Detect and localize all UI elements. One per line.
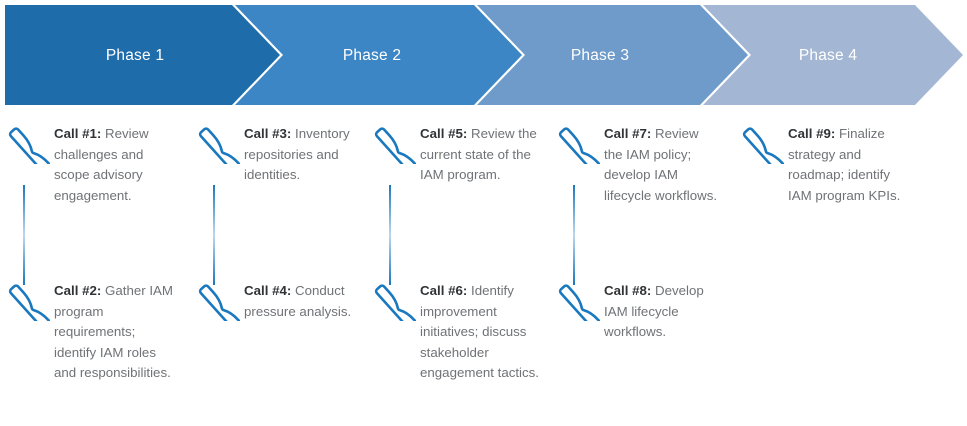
call-text: Call #4: Conduct pressure analysis. xyxy=(244,275,362,322)
call-label: Call #4: xyxy=(244,283,292,298)
call-connector-line xyxy=(573,185,575,285)
call-description: Review the IAM policy; develop IAM lifec… xyxy=(604,126,718,203)
phase-arrow-2[interactable] xyxy=(235,5,522,105)
call-text: Call #8: Develop IAM lifecycle workflows… xyxy=(604,275,718,343)
call-text: Call #6: Identify improvement initiative… xyxy=(420,275,542,384)
call-label: Call #1: xyxy=(54,126,102,141)
call-label: Call #8: xyxy=(604,283,652,298)
call-label: Call #3: xyxy=(244,126,292,141)
phone-icon xyxy=(6,277,50,321)
call-description: Gather IAM program requirements; identif… xyxy=(54,283,173,381)
phone-icon xyxy=(372,120,416,164)
phase-label-1: Phase 1 xyxy=(106,47,164,64)
call-item[interactable]: Call #7: Review the IAM policy; develop … xyxy=(556,118,722,206)
call-text: Call #3: Inventory repositories and iden… xyxy=(244,118,362,186)
phone-icon xyxy=(196,120,240,164)
phone-icon xyxy=(556,120,600,164)
phone-icon xyxy=(740,120,784,164)
call-label: Call #6: xyxy=(420,283,468,298)
column-5: Call #9: Finalize strategy and roadmap; … xyxy=(740,110,927,426)
call-text: Call #7: Review the IAM policy; develop … xyxy=(604,118,718,206)
phone-icon xyxy=(196,277,240,321)
phase-label-4: Phase 4 xyxy=(799,47,857,64)
call-label: Call #5: xyxy=(420,126,468,141)
call-label: Call #2: xyxy=(54,283,102,298)
call-item[interactable]: Call #8: Develop IAM lifecycle workflows… xyxy=(556,275,722,343)
phone-icon xyxy=(556,277,600,321)
call-connector-line xyxy=(389,185,391,285)
call-description: Inventory repositories and identities. xyxy=(244,126,350,183)
column-4: Call #7: Review the IAM policy; develop … xyxy=(556,110,732,426)
call-description: Review the current state of the IAM prog… xyxy=(420,126,537,183)
call-item[interactable]: Call #9: Finalize strategy and roadmap; … xyxy=(740,118,917,206)
column-2: Call #3: Inventory repositories and iden… xyxy=(196,110,376,426)
column-3: Call #5: Review the current state of the… xyxy=(372,110,556,426)
call-label: Call #7: xyxy=(604,126,652,141)
phase-label-2: Phase 2 xyxy=(343,47,401,64)
call-text: Call #1: Review challenges and scope adv… xyxy=(54,118,176,206)
phase-arrow-3[interactable] xyxy=(477,5,748,105)
call-description: Finalize strategy and roadmap; identify … xyxy=(788,126,901,203)
call-description: Conduct pressure analysis. xyxy=(244,283,352,319)
call-label: Call #9: xyxy=(788,126,836,141)
phase-banner: Phase 1 Phase 2 Phase 3 Phase 4 xyxy=(0,0,967,110)
call-item[interactable]: Call #5: Review the current state of the… xyxy=(372,118,546,186)
call-item[interactable]: Call #6: Identify improvement initiative… xyxy=(372,275,546,384)
call-text: Call #9: Finalize strategy and roadmap; … xyxy=(788,118,913,206)
phone-icon xyxy=(6,120,50,164)
phase-label-3: Phase 3 xyxy=(571,47,629,64)
call-connector-line xyxy=(213,185,215,285)
call-item[interactable]: Call #2: Gather IAM program requirements… xyxy=(6,275,180,384)
call-description: Develop IAM lifecycle workflows. xyxy=(604,283,704,340)
call-connector-line xyxy=(23,185,25,285)
phase-arrow-4[interactable] xyxy=(703,5,963,105)
call-text: Call #2: Gather IAM program requirements… xyxy=(54,275,176,384)
call-text: Call #5: Review the current state of the… xyxy=(420,118,542,186)
call-item[interactable]: Call #3: Inventory repositories and iden… xyxy=(196,118,366,186)
phone-icon xyxy=(372,277,416,321)
call-description: Identify improvement initiatives; discus… xyxy=(420,283,540,381)
call-item[interactable]: Call #1: Review challenges and scope adv… xyxy=(6,118,180,206)
column-1: Call #1: Review challenges and scope adv… xyxy=(6,110,190,426)
call-item[interactable]: Call #4: Conduct pressure analysis. xyxy=(196,275,366,322)
call-description: Review challenges and scope advisory eng… xyxy=(54,126,149,203)
phase-arrow-1[interactable] xyxy=(5,5,280,105)
calls-area: Call #1: Review challenges and scope adv… xyxy=(0,110,967,426)
